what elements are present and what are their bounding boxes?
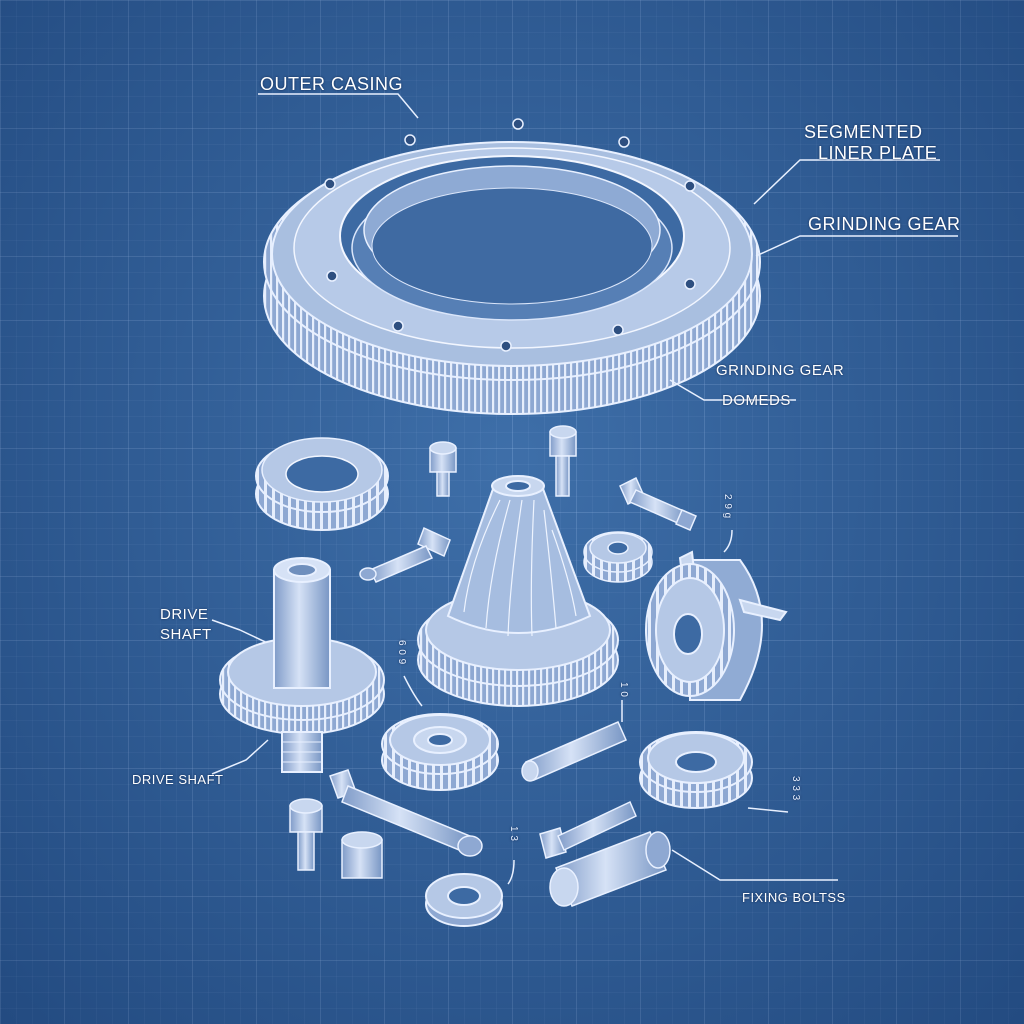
hex-bolt-bottom-left [289,798,323,871]
label-segmented: SEGMENTED [804,122,923,142]
long-bolt [329,769,483,857]
label-domeds: DOMEDS [722,392,791,409]
leader-lines [211,93,958,885]
bearing-housing [645,550,788,701]
cap-screw-top-center [549,425,577,497]
label-fixing-bolts: FIXING BOLTSS [742,890,846,905]
callout-mark-5: 3 3 3 [790,776,801,801]
label-drive: DRIVE [160,606,209,623]
bolt-bottom-center [539,800,637,859]
label-drive-shaft-lower: DRIVE SHAFT [132,772,224,787]
outer-casing-ring-gear [263,118,761,415]
drive-shaft-assembly [219,557,385,773]
spur-gear-center [381,713,499,791]
bolt-diagonal-right [619,476,697,531]
grinding-cone [417,475,619,707]
label-shaft: SHAFT [160,626,212,643]
label-grinding-gear-top: GRINDING GEAR [808,214,961,234]
callout-mark-3: 1 0 [618,682,629,698]
small-pinion-gear [583,531,653,583]
callout-mark-2: 6 0 9 [396,640,407,665]
pin-shaft [521,721,627,782]
sleeve-coupling [549,831,671,907]
callout-mark-4: 1 3 [508,826,519,842]
bushing [341,831,383,879]
small-ring-gear-left [255,437,389,531]
spur-gear-right [639,731,753,809]
cap-screw-top-left [429,441,457,497]
label-liner-plate: LINER PLATE [818,143,938,163]
washer [425,873,503,927]
label-grinding-gear-mid: GRINDING GEAR [716,362,845,379]
label-outer-casing: OUTER CASING [260,74,404,94]
callout-mark-1: 2 9 g [722,494,733,519]
bolt-diagonal-left [359,526,451,583]
